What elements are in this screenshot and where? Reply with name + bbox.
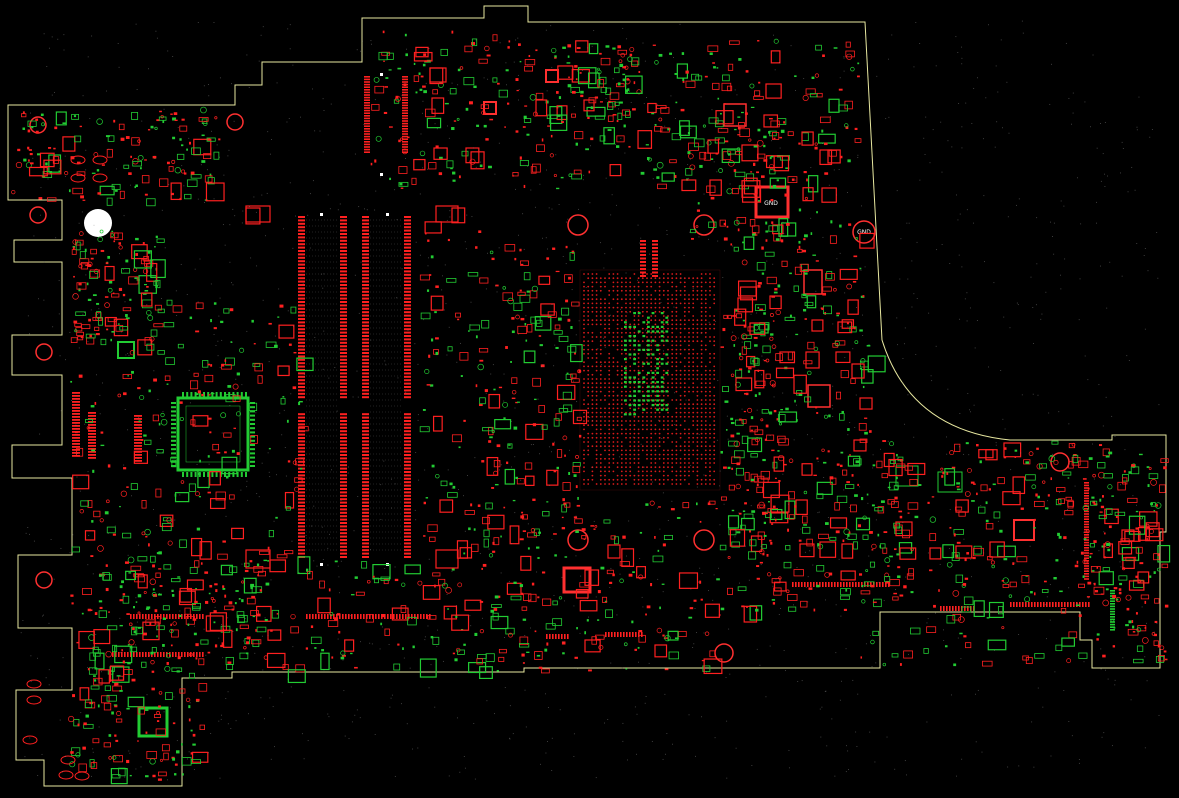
large-hole <box>84 209 112 237</box>
gnd-label-2: GND <box>857 229 871 236</box>
